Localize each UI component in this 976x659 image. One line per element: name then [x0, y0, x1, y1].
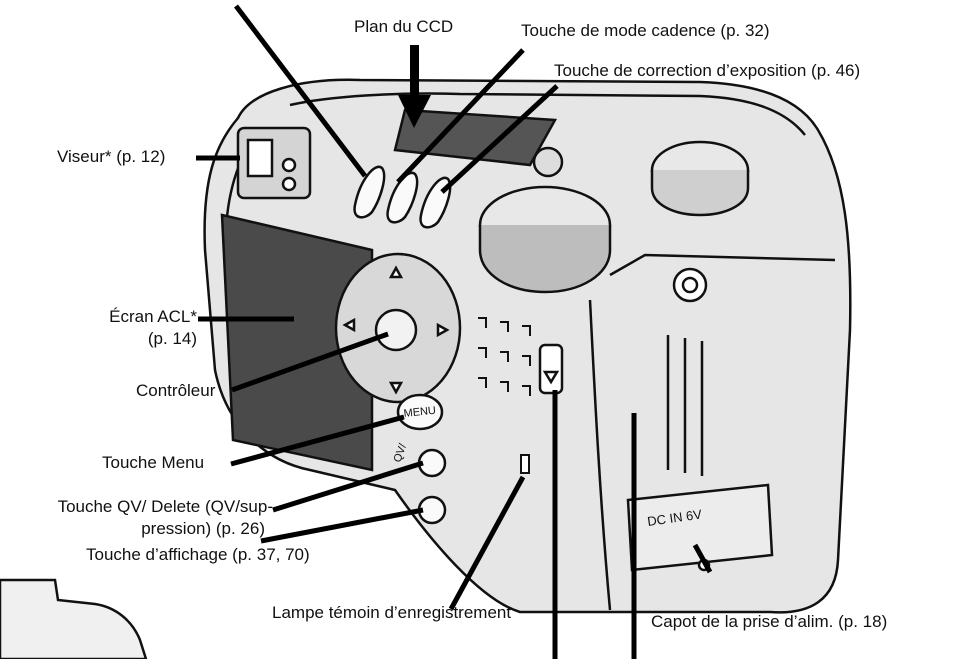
label-touche-qv-2: pression) (p. 26) [141, 519, 265, 538]
card-door-switch-shape [538, 343, 564, 395]
record-lamp-shape [520, 454, 530, 474]
label-viseur: Viseur* (p. 12) [57, 147, 166, 166]
second-camera-partial [0, 578, 148, 659]
label-ecran-acl-1: Écran ACL* [109, 307, 197, 326]
ccd-plane-arrow [398, 45, 431, 128]
viewfinder-shape [236, 126, 312, 200]
speaker-marks-shape [478, 317, 531, 396]
grip-slots-shape [666, 335, 704, 476]
label-touche-menu: Touche Menu [102, 453, 205, 472]
label-ecran-acl-2: (p. 14) [147, 329, 197, 348]
label-plan-ccd: Plan du CCD [354, 17, 454, 36]
menu-marking: MENU [403, 405, 437, 420]
menu-button-shape [396, 393, 444, 431]
dc-cover-shape [626, 483, 774, 572]
leader-lines [196, 4, 713, 659]
lcd-screen-shape [220, 213, 374, 472]
strap-lug-shape [672, 267, 708, 303]
label-capot-prise: Capot de la prise d’alim. (p. 18) [651, 612, 888, 631]
label-touche-mode-cadence: Touche de mode cadence (p. 32) [521, 21, 770, 40]
label-touche-qv-1: Touche QV/ Delete (QV/sup- [57, 497, 273, 516]
label-lampe-temoin: Lampe témoin d’enregistrement [272, 603, 512, 622]
controller-shape [334, 252, 462, 404]
mode-dial-shape [478, 185, 612, 294]
label-controleur: Contrôleur [136, 381, 216, 400]
label-touche-affichage: Touche d’affichage (p. 37, 70) [86, 545, 310, 564]
shutter-button-shape [650, 140, 750, 217]
label-touche-correction-exposition: Touche de correction d’exposition (p. 46… [554, 61, 861, 80]
